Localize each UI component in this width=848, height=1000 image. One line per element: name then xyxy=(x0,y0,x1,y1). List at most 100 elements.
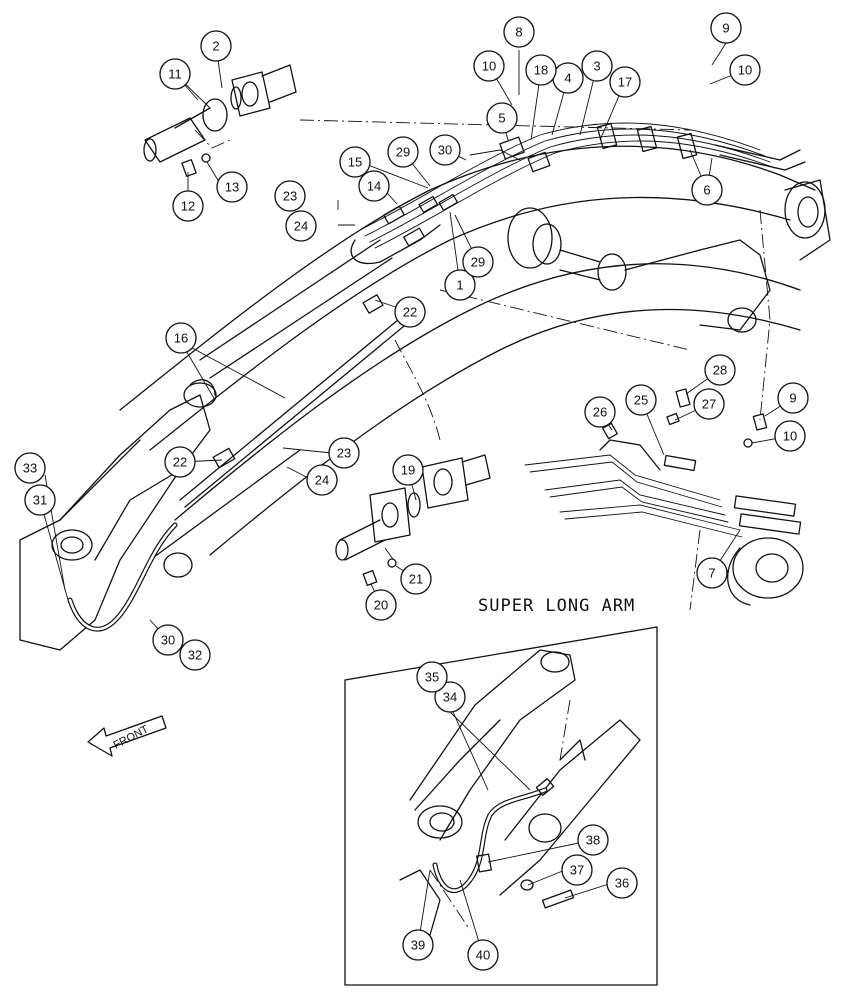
callout-number: 24 xyxy=(294,219,308,234)
callout-circle xyxy=(777,382,809,414)
callout-28: 28 xyxy=(704,354,736,386)
callout-number: 21 xyxy=(409,572,423,587)
callout-27: 27 xyxy=(693,388,725,420)
callout-number: 35 xyxy=(425,670,439,685)
callout-circle xyxy=(387,136,419,168)
callout-37: 37 xyxy=(561,854,593,886)
callout-number: 10 xyxy=(783,429,797,444)
callout-number: 26 xyxy=(593,405,607,420)
callout-circle xyxy=(704,354,736,386)
callout-number: 18 xyxy=(534,63,548,78)
callout-26: 26 xyxy=(584,396,616,428)
callout-15: 15 xyxy=(339,146,371,178)
callout-circle xyxy=(606,867,638,899)
callout-number: 15 xyxy=(348,155,362,170)
callout-number: 5 xyxy=(498,111,505,126)
callout-36: 36 xyxy=(606,867,638,899)
callout-23: 23 xyxy=(274,180,306,212)
callout-12: 12 xyxy=(172,190,204,222)
callout-number: 2 xyxy=(212,39,219,54)
callout-circle xyxy=(625,384,657,416)
callout-circle xyxy=(609,66,641,98)
callout-number: 6 xyxy=(703,183,710,198)
callout-circle xyxy=(693,388,725,420)
callout-29: 29 xyxy=(387,136,419,168)
callout-circle xyxy=(179,639,211,671)
callout-4: 4 xyxy=(552,62,584,94)
callout-number: 4 xyxy=(564,71,571,86)
callout-14: 14 xyxy=(358,170,390,202)
callout-number: 10 xyxy=(482,59,496,74)
callout-number: 25 xyxy=(634,393,648,408)
callout-number: 32 xyxy=(188,648,202,663)
callout-circle xyxy=(400,563,432,595)
callout-circle xyxy=(274,180,306,212)
callout-number: 40 xyxy=(476,948,490,963)
callout-6: 6 xyxy=(691,174,723,206)
callout-number: 27 xyxy=(702,397,716,412)
callout-30: 30 xyxy=(152,624,184,656)
callout-circle xyxy=(402,929,434,961)
callout-number: 30 xyxy=(161,633,175,648)
callout-number: 37 xyxy=(570,863,584,878)
callout-number: 10 xyxy=(738,63,752,78)
callout-number: 34 xyxy=(443,690,457,705)
callout-number: 30 xyxy=(438,143,452,158)
callout-number: 28 xyxy=(713,363,727,378)
callout-circle xyxy=(561,854,593,886)
callout-1: 1 xyxy=(444,269,476,301)
callout-18: 18 xyxy=(525,54,557,86)
callout-34: 34 xyxy=(434,681,466,713)
callout-circle xyxy=(467,939,499,971)
callout-40: 40 xyxy=(467,939,499,971)
callout-number: 39 xyxy=(411,938,425,953)
arm-structure xyxy=(19,119,831,651)
callout-number: 14 xyxy=(367,179,381,194)
callout-circle xyxy=(710,12,742,44)
front-arrow: FRONT xyxy=(87,715,167,757)
callout-circle xyxy=(306,464,338,496)
callout-32: 32 xyxy=(179,639,211,671)
callout-circle xyxy=(358,170,390,202)
callout-24: 24 xyxy=(285,210,317,242)
callout-circle xyxy=(339,146,371,178)
callout-circle xyxy=(525,54,557,86)
callout-number: 29 xyxy=(396,145,410,160)
callout-number: 38 xyxy=(586,833,600,848)
callout-number: 16 xyxy=(174,331,188,346)
callout-number: 9 xyxy=(722,21,729,36)
callout-25: 25 xyxy=(625,384,657,416)
callout-3: 3 xyxy=(581,50,613,82)
callout-7: 7 xyxy=(696,557,728,589)
callout-10: 10 xyxy=(729,54,761,86)
callout-circle xyxy=(429,134,461,166)
callout-2: 2 xyxy=(200,30,232,62)
callout-10: 10 xyxy=(473,50,505,82)
callout-39: 39 xyxy=(402,929,434,961)
callout-circle xyxy=(159,58,191,90)
callout-circle xyxy=(152,624,184,656)
callout-circle xyxy=(503,16,535,48)
callout-circle xyxy=(416,661,448,693)
callout-circle xyxy=(434,681,466,713)
callout-9: 9 xyxy=(710,12,742,44)
callout-number: 7 xyxy=(708,566,715,581)
callout-circle xyxy=(584,396,616,428)
callout-number: 22 xyxy=(403,305,417,320)
callout-circle xyxy=(444,269,476,301)
callout-number: 31 xyxy=(33,493,47,508)
hose-routing xyxy=(67,122,806,632)
callout-9: 9 xyxy=(777,382,809,414)
callout-number: 19 xyxy=(401,463,415,478)
callout-number: 23 xyxy=(337,446,351,461)
callout-29: 29 xyxy=(462,246,494,278)
callout-17: 17 xyxy=(609,66,641,98)
callout-circle xyxy=(200,30,232,62)
callout-number: 3 xyxy=(593,59,600,74)
callout-number: 17 xyxy=(618,75,632,90)
callout-number: 11 xyxy=(168,67,182,82)
callout-number: 24 xyxy=(315,473,329,488)
callout-13: 13 xyxy=(216,171,248,203)
